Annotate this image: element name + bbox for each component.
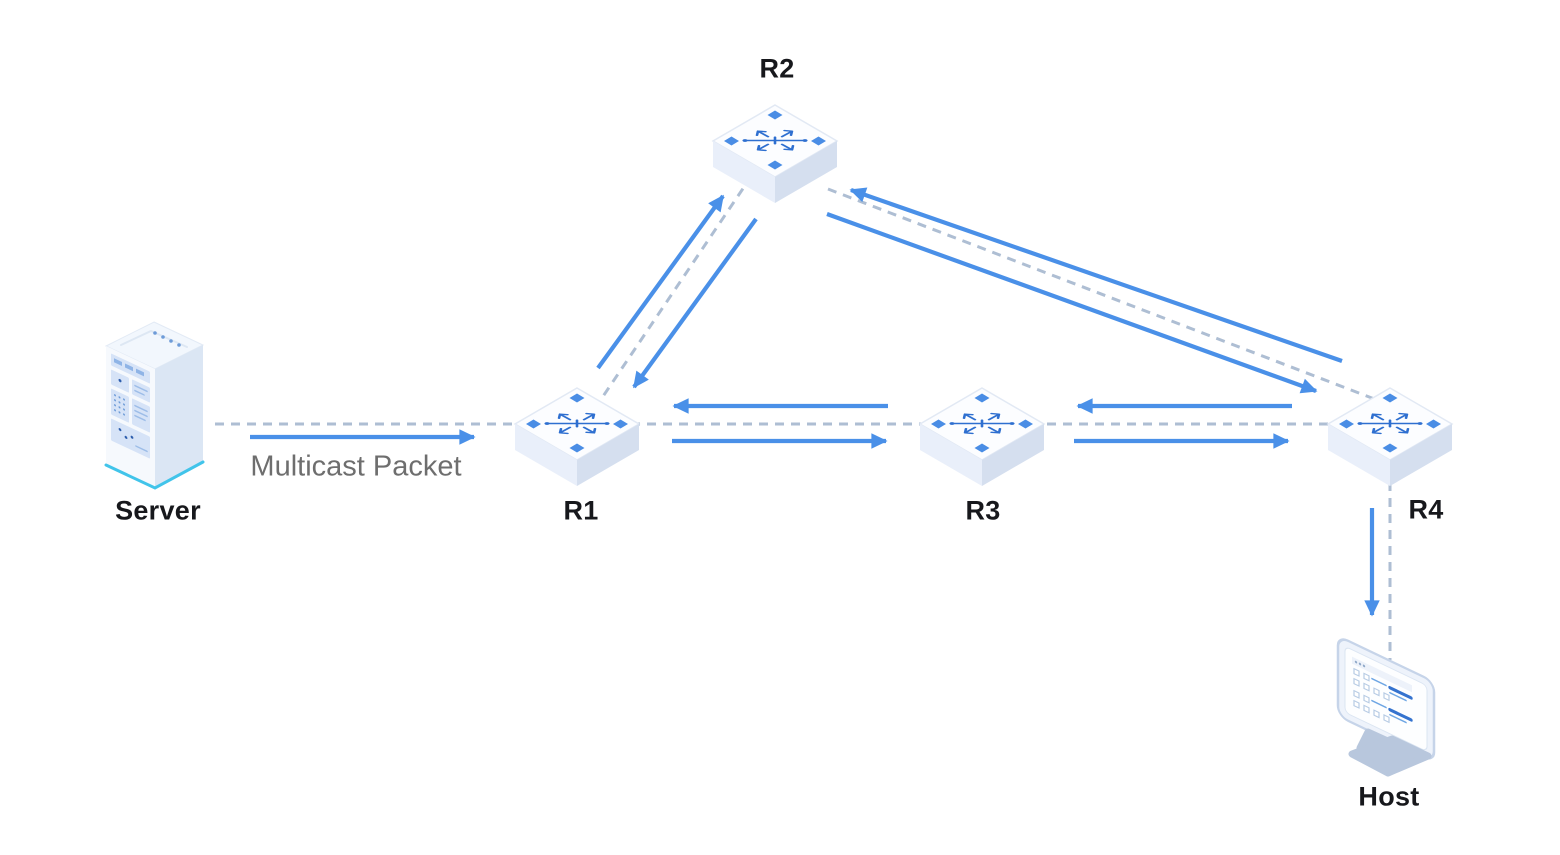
arrow-r2-to-r1 xyxy=(632,217,758,389)
link-r2-r4 xyxy=(827,187,1391,407)
server-icon xyxy=(104,321,205,490)
server-front-panels xyxy=(111,353,150,459)
link-r1-r2 xyxy=(575,140,777,436)
server-keypad-dots xyxy=(114,394,125,416)
router-r2-icon xyxy=(711,103,839,205)
label-r2: R2 xyxy=(759,53,795,84)
router-r3-icon xyxy=(918,386,1046,488)
links-layer xyxy=(215,140,1392,660)
label-host: Host xyxy=(1358,781,1420,812)
label-server: Server xyxy=(115,495,201,526)
host-screen-content xyxy=(1353,667,1413,724)
arrows-layer xyxy=(250,187,1380,617)
server-top-dots xyxy=(153,331,181,347)
host-stand xyxy=(1348,728,1432,777)
arrow-r1-to-r2 xyxy=(596,194,725,370)
host-icon xyxy=(1336,638,1436,777)
label-r1: R1 xyxy=(563,495,599,526)
label-r3: R3 xyxy=(965,495,1001,526)
router-r4-icon xyxy=(1326,386,1454,488)
multicast-packet-label: Multicast Packet xyxy=(250,450,462,483)
label-r4: R4 xyxy=(1408,494,1444,525)
router-r1-icon xyxy=(513,386,641,488)
arrow-r2-to-r4 xyxy=(826,212,1318,394)
arrow-r4-to-r2 xyxy=(849,187,1343,363)
